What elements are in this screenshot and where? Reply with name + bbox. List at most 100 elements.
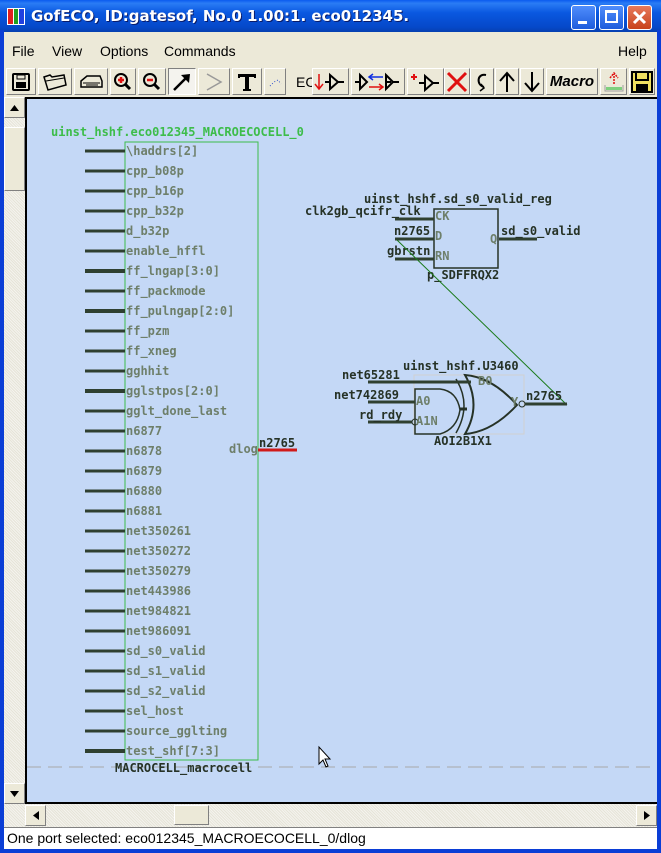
zoom-out-icon bbox=[143, 72, 161, 90]
macro-pin-label: net984821 bbox=[126, 604, 191, 618]
scroll-right-button[interactable] bbox=[636, 805, 657, 826]
flyline-tool-button[interactable] bbox=[264, 68, 286, 95]
save-button[interactable] bbox=[6, 68, 36, 95]
macro-pin-label: ff_packmode bbox=[126, 284, 205, 299]
swap-gate-icon bbox=[355, 72, 399, 91]
minimize-button[interactable] bbox=[571, 5, 596, 30]
macro-button[interactable]: Macro bbox=[546, 68, 598, 95]
flyline-n2765 bbox=[396, 239, 568, 406]
undo-button[interactable] bbox=[470, 68, 494, 95]
open-folder-icon bbox=[43, 73, 67, 91]
ec-label: EC bbox=[296, 74, 316, 90]
net-n2765-flop-label: n2765 bbox=[394, 224, 430, 238]
undo-loop-icon bbox=[477, 73, 487, 92]
open-button[interactable] bbox=[38, 68, 72, 95]
menu-file[interactable]: File bbox=[12, 43, 35, 59]
scroll-up-button[interactable] bbox=[4, 97, 25, 118]
macro-pin-label: ff_pzm bbox=[126, 324, 169, 339]
macro-pin-label: ff_pulngap[2:0] bbox=[126, 304, 234, 319]
arrow-up-small-icon bbox=[10, 104, 19, 111]
macro-pin-label: ff_lngap[3:0] bbox=[126, 264, 220, 279]
title-bar[interactable]: GofECO, ID:gatesof, No.0 1.00:1. eco0123… bbox=[0, 0, 661, 32]
close-button[interactable] bbox=[627, 5, 652, 30]
add-gate-icon bbox=[411, 73, 439, 92]
vertical-scroll-thumb[interactable] bbox=[4, 127, 25, 191]
status-bar: One port selected: eco012345_MACROECOCEL… bbox=[4, 827, 657, 849]
zoom-in-icon bbox=[114, 72, 132, 90]
macro-pin-label: net350261 bbox=[126, 524, 191, 538]
menu-commands[interactable]: Commands bbox=[164, 43, 236, 59]
menu-options[interactable]: Options bbox=[100, 43, 149, 59]
vertical-scrollbar[interactable] bbox=[4, 97, 25, 804]
macro-pin-label: n6878 bbox=[126, 444, 162, 458]
move-up-button[interactable] bbox=[495, 68, 519, 95]
gate-cell-name: AOI2B1X1 bbox=[434, 434, 492, 448]
output-pin-dlog-label: dlog bbox=[229, 442, 258, 456]
mouse-cursor-icon bbox=[318, 745, 332, 768]
macro-pin-label: n6881 bbox=[126, 504, 162, 518]
horizontal-scrollbar[interactable] bbox=[4, 804, 657, 827]
macro-pin-label: gglt_done_last bbox=[126, 404, 227, 419]
save-disk-button[interactable] bbox=[629, 68, 655, 95]
arrow-down-small-icon bbox=[10, 790, 19, 797]
delete-button[interactable] bbox=[444, 68, 470, 95]
swap-gate-button[interactable] bbox=[351, 68, 405, 95]
text-tool-button[interactable] bbox=[232, 68, 262, 95]
menu-help[interactable]: Help bbox=[618, 43, 647, 59]
zoom-in-button[interactable] bbox=[110, 68, 136, 95]
flop-pin-rn: RN bbox=[435, 249, 449, 263]
gate-tool-button[interactable] bbox=[198, 68, 230, 95]
insert-gate-button[interactable] bbox=[312, 68, 349, 95]
net-sd-s0-valid-label: sd_s0_valid bbox=[501, 224, 580, 239]
floppy-save-icon bbox=[12, 72, 30, 91]
insert-gate-down-icon bbox=[314, 72, 344, 91]
macro-pin-label: n6880 bbox=[126, 484, 162, 498]
menu-view[interactable]: View bbox=[52, 43, 83, 59]
window-frame-left bbox=[0, 30, 4, 853]
macro-pin-label: net350279 bbox=[126, 564, 191, 578]
macro-instance-title: uinst_hshf.eco012345_MACROECOCELL_0 bbox=[51, 125, 304, 140]
arrow-up-icon bbox=[499, 70, 515, 92]
schematic-svg[interactable]: uinst_hshf.eco012345_MACROECOCELL_0 \had… bbox=[27, 99, 657, 804]
macro-pin-label: gglstpos[2:0] bbox=[126, 384, 220, 398]
gate-pin-a1n: A1N bbox=[416, 414, 438, 428]
gofeco-logo-icon bbox=[7, 8, 25, 25]
menu-bar: File View Options Commands Help bbox=[4, 39, 657, 63]
macro-pin-label: gghhit bbox=[126, 364, 169, 378]
arrow-down-icon bbox=[524, 71, 540, 93]
scroll-left-button[interactable] bbox=[25, 805, 46, 826]
arrow-left-small-icon bbox=[32, 811, 39, 820]
macro-pin-label: test_shf[7:3] bbox=[126, 744, 220, 759]
gate-pin-y: Y bbox=[511, 395, 519, 409]
macro-pin-label: net986091 bbox=[126, 624, 191, 638]
flop-cell-name: p_SDFFRQX2 bbox=[427, 268, 499, 283]
and-gate-shape[interactable] bbox=[414, 388, 461, 435]
select-tool-button[interactable] bbox=[168, 68, 196, 95]
add-gate-button[interactable] bbox=[407, 68, 444, 95]
macro-pin-label: sel_host bbox=[126, 704, 184, 719]
schematic-canvas[interactable]: uinst_hshf.eco012345_MACROECOCELL_0 \had… bbox=[25, 97, 657, 804]
zoom-out-button[interactable] bbox=[138, 68, 166, 95]
flop-pin-q: Q bbox=[490, 232, 497, 246]
scroll-down-button[interactable] bbox=[4, 783, 25, 804]
net-net65281-label: net65281 bbox=[342, 368, 400, 382]
select-arrow-icon bbox=[173, 73, 190, 91]
macro-pin-label: d_b32p bbox=[126, 224, 169, 239]
gate-pin-b0: B0 bbox=[478, 374, 492, 388]
macro-icon: Macro bbox=[549, 73, 595, 90]
gate-instance-name: uinst_hshf.U3460 bbox=[403, 359, 519, 374]
flop-pin-ck: CK bbox=[435, 209, 450, 223]
macro-cell-name: MACROCELL_macrocell bbox=[115, 761, 252, 776]
upload-button[interactable] bbox=[600, 68, 627, 95]
print-button[interactable] bbox=[74, 68, 108, 95]
horizontal-scroll-thumb[interactable] bbox=[174, 805, 209, 825]
save-disk-icon bbox=[631, 70, 653, 93]
net-rd-rdy-label: rd_rdy bbox=[359, 408, 402, 423]
maximize-button[interactable] bbox=[599, 5, 624, 30]
move-down-button[interactable] bbox=[520, 68, 544, 95]
macro-pin-label: enable_hffl bbox=[126, 244, 205, 259]
macro-pin-label: sd_s0_valid bbox=[126, 644, 205, 659]
dotted-line-icon bbox=[269, 78, 282, 86]
or-gate-shape[interactable] bbox=[463, 373, 519, 436]
